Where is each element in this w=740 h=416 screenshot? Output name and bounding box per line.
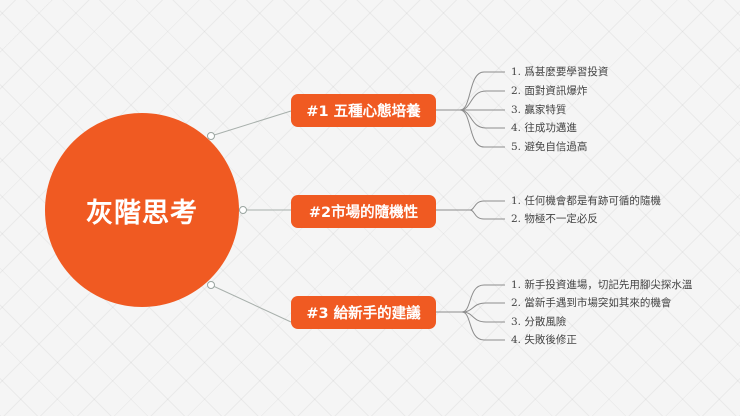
subtopic-item[interactable]: 1. 爲甚麼要學習投資 (511, 66, 609, 78)
connector-node-icon (207, 132, 215, 140)
subtopic-item[interactable]: 1. 新手投資進場，切記先用腳尖探水溫 (511, 279, 693, 291)
topic-label: #3 給新手的建議 (306, 306, 421, 322)
topic-label: #2市場的隨機性 (308, 205, 419, 221)
topic-mindset[interactable]: #1 五種心態培養 (291, 94, 436, 127)
subtopic-item[interactable]: 4. 往成功邁進 (511, 122, 577, 134)
connector-topic-1 (210, 110, 292, 137)
subtopic-item[interactable]: 1. 任何機會都是有跡可循的隨機 (511, 195, 661, 207)
subtopic-item[interactable]: 2. 物極不一定必反 (511, 213, 598, 225)
subtopic-item[interactable]: 4. 失敗後修正 (511, 334, 577, 346)
connector-node-icon (207, 281, 215, 289)
subtopic-item[interactable]: 2. 當新手遇到市場突如其來的機會 (511, 297, 672, 309)
subtopic-item[interactable]: 2. 面對資訊爆炸 (511, 85, 588, 97)
topic-beginner-advice[interactable]: #3 給新手的建議 (291, 296, 436, 329)
central-topic[interactable]: 灰階思考 (45, 113, 239, 307)
topic-market-randomness[interactable]: #2市場的隨機性 (291, 195, 436, 228)
connector-topic-3 (210, 284, 292, 323)
subtopic-item[interactable]: 3. 贏家特質 (511, 104, 567, 116)
subtopic-item[interactable]: 3. 分散風險 (511, 316, 567, 328)
central-topic-label: 灰階思考 (86, 197, 198, 229)
topic-label: #1 五種心態培養 (306, 104, 421, 120)
subtopic-item[interactable]: 5. 避免自信過高 (511, 141, 588, 153)
connector-node-icon (239, 206, 247, 214)
